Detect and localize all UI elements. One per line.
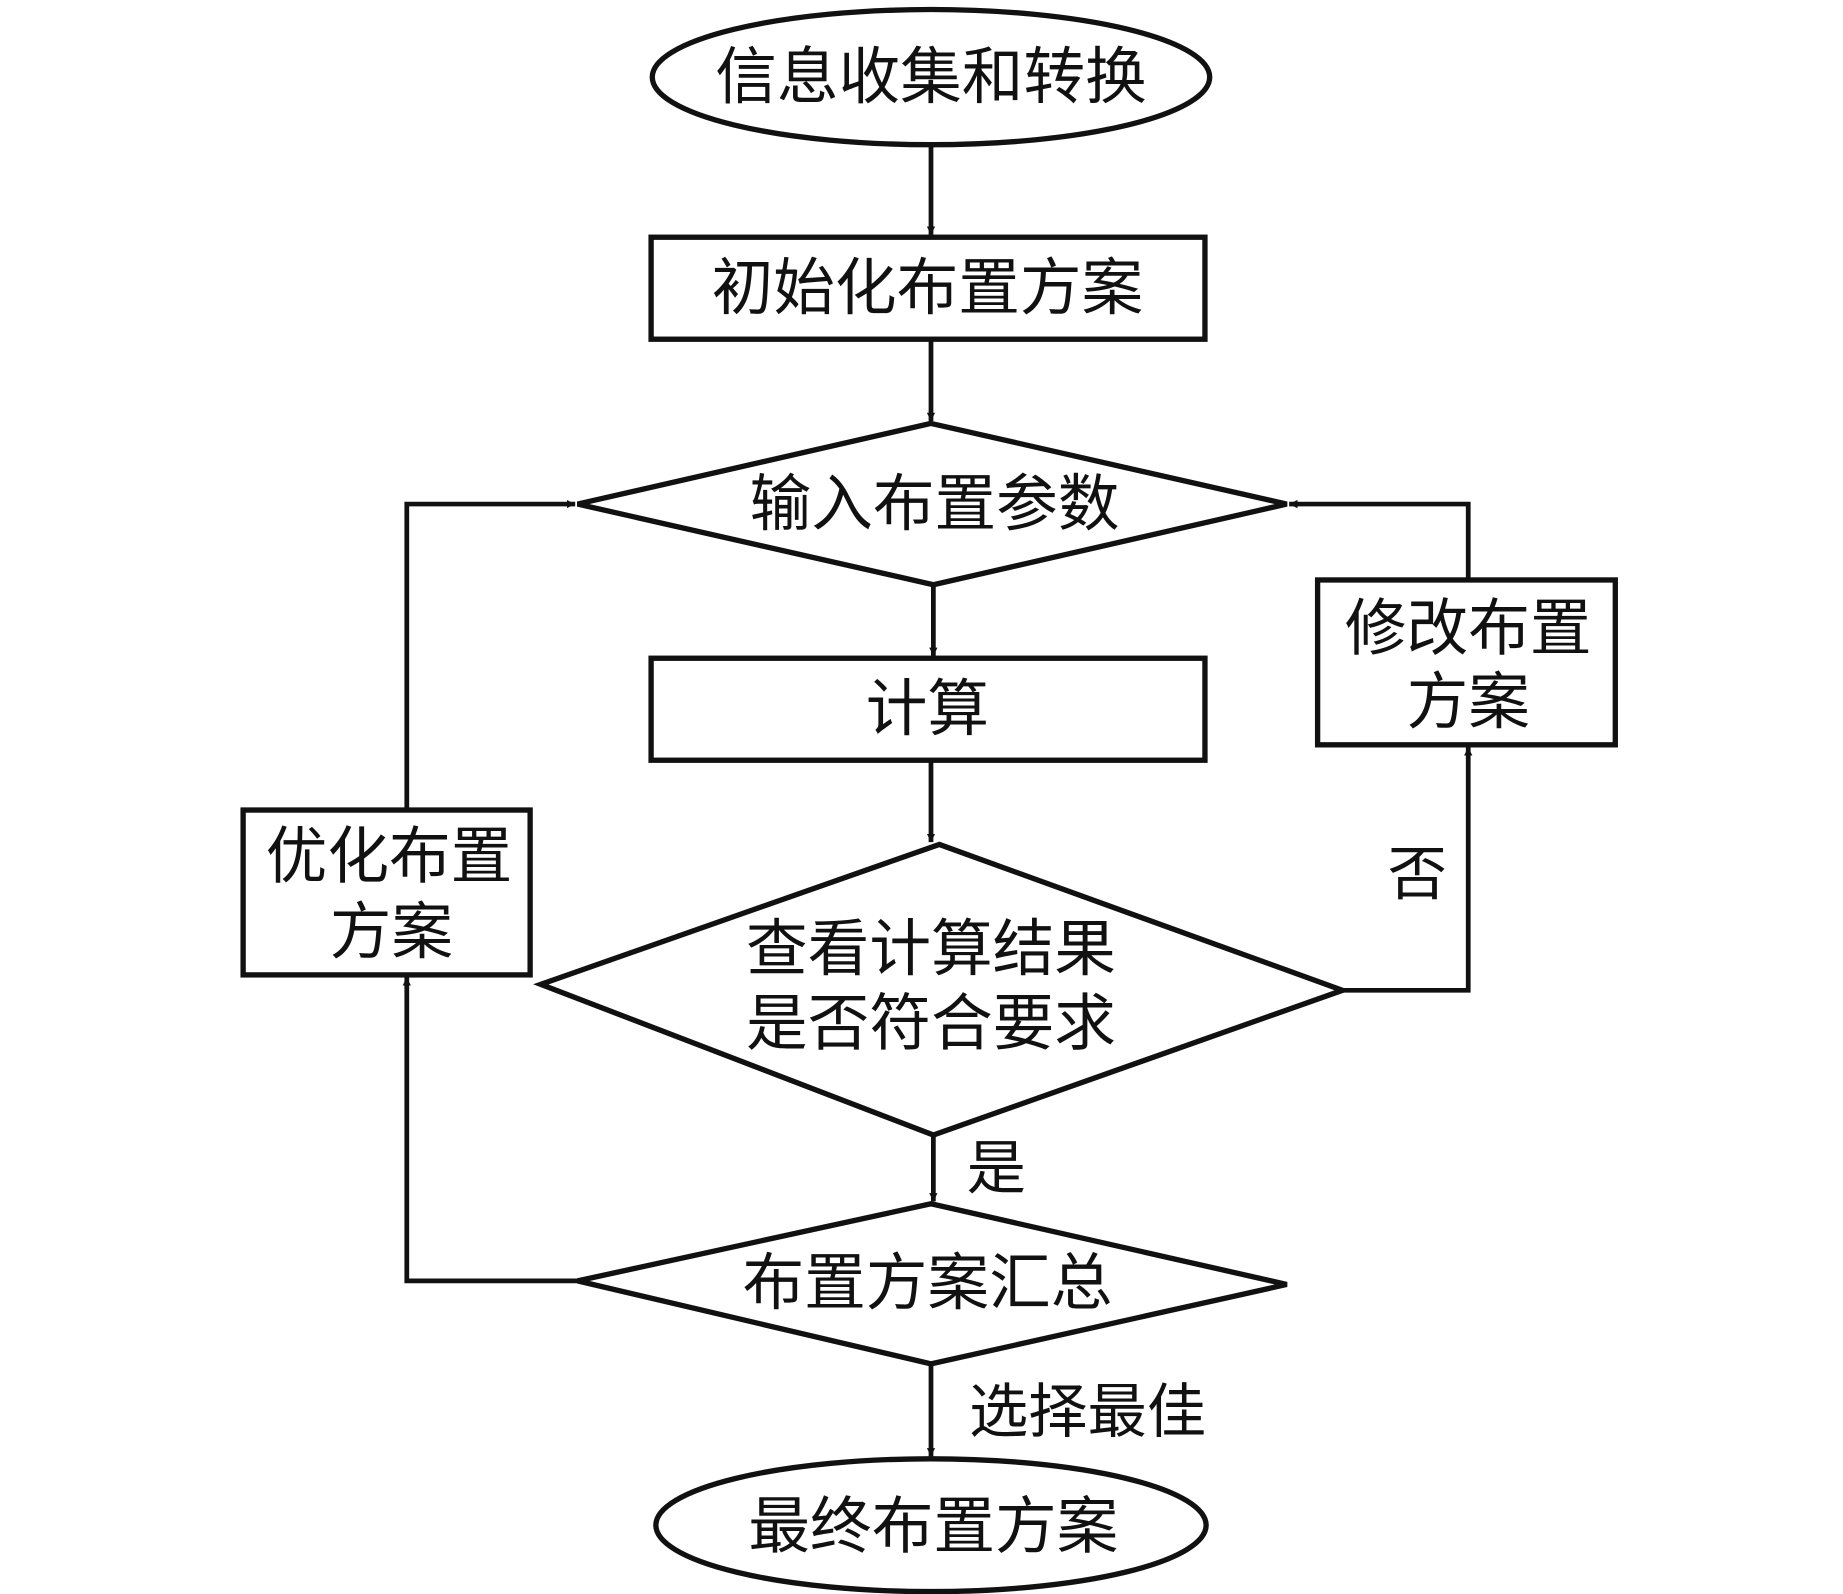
node-check: 查看计算结果 是否符合要求 [533, 841, 1351, 1138]
init-rect [648, 234, 1208, 342]
edge-label-yes: 是 [967, 1134, 1026, 1203]
check-label-line-2: 是否符合要求 [746, 988, 1116, 1060]
end-label: 最终布置方案 [748, 1490, 1118, 1562]
end-ellipse [653, 1456, 1209, 1594]
optimize-rect [240, 807, 533, 978]
node-input: 输入布置参数 [576, 420, 1288, 588]
input-label: 输入布置参数 [750, 468, 1120, 540]
summary-label: 布置方案汇总 [742, 1247, 1112, 1319]
compute-rect [648, 655, 1208, 763]
start-label: 信息收集和转换 [715, 41, 1147, 113]
node-modify: 修改布置 方案 [1314, 577, 1618, 748]
node-init: 初始化布置方案 [648, 234, 1208, 342]
node-optimize: 优化布置 方案 [240, 807, 533, 978]
modify-label-line-1: 修改布置 [1345, 593, 1592, 665]
optimize-label-line-2: 方案 [330, 896, 453, 968]
modify-rect [1314, 577, 1618, 748]
edge-modify-to-input [1289, 499, 1471, 580]
connectors [402, 144, 1473, 1457]
modify-label-line-2: 方案 [1407, 666, 1530, 738]
check-diamond [533, 841, 1351, 1138]
start-ellipse [649, 6, 1213, 148]
optimize-label-line-1: 优化布置 [266, 820, 513, 892]
node-end: 最终布置方案 [653, 1456, 1209, 1594]
edge-check-to-modify [1342, 747, 1473, 993]
edge-summary-to-optimize [402, 977, 578, 1284]
edge-label-select-best: 选择最佳 [969, 1377, 1206, 1446]
check-label-line-1: 查看计算结果 [746, 913, 1116, 985]
compute-label: 计算 [866, 673, 989, 745]
edge-label-no: 否 [1388, 840, 1447, 909]
input-diamond [576, 420, 1288, 588]
edge-optimize-to-input [404, 499, 576, 811]
node-summary: 布置方案汇总 [576, 1201, 1288, 1367]
init-label: 初始化布置方案 [712, 252, 1144, 324]
node-compute: 计算 [648, 655, 1208, 763]
summary-diamond [576, 1201, 1288, 1367]
node-start: 信息收集和转换 [649, 6, 1213, 148]
